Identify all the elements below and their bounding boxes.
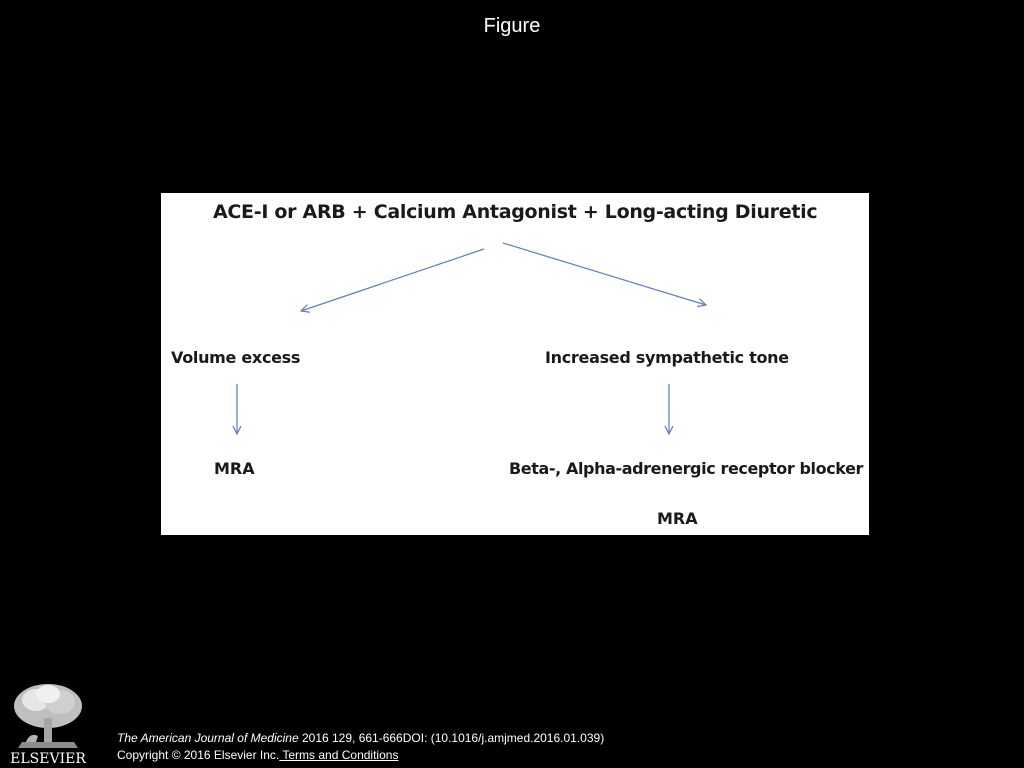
mra-left-node: MRA bbox=[214, 459, 255, 478]
sympathetic-tone-node: Increased sympathetic tone bbox=[545, 348, 789, 367]
mra-right-node: MRA bbox=[657, 509, 698, 528]
journal-name: The American Journal of Medicine bbox=[117, 731, 299, 745]
flow-arrows bbox=[161, 242, 869, 535]
citation: The American Journal of Medicine 2016 12… bbox=[117, 731, 604, 745]
figure-panel: ACE-I or ARB + Calcium Antagonist + Long… bbox=[161, 193, 869, 535]
slide-title: Figure bbox=[483, 15, 541, 37]
arrow-top-to-sympathetic bbox=[502, 242, 706, 305]
copyright-line: Copyright © 2016 Elsevier Inc. Terms and… bbox=[117, 748, 398, 762]
elsevier-logo: ELSEVIER bbox=[10, 684, 86, 766]
citation-details: 2016 129, 661-666DOI: (10.1016/j.amjmed.… bbox=[298, 731, 605, 745]
combination-therapy-node: ACE-I or ARB + Calcium Antagonist + Long… bbox=[213, 201, 818, 223]
receptor-blocker-node: Beta-, Alpha-adrenergic receptor blocker bbox=[509, 459, 864, 478]
copyright-text: Copyright © 2016 Elsevier Inc. bbox=[117, 748, 280, 762]
terms-and-conditions-link[interactable]: Terms and Conditions bbox=[279, 748, 399, 762]
volume-excess-node: Volume excess bbox=[171, 348, 301, 367]
tree-icon bbox=[14, 684, 82, 748]
arrow-top-to-volume bbox=[301, 248, 485, 311]
elsevier-wordmark: ELSEVIER bbox=[10, 751, 86, 766]
